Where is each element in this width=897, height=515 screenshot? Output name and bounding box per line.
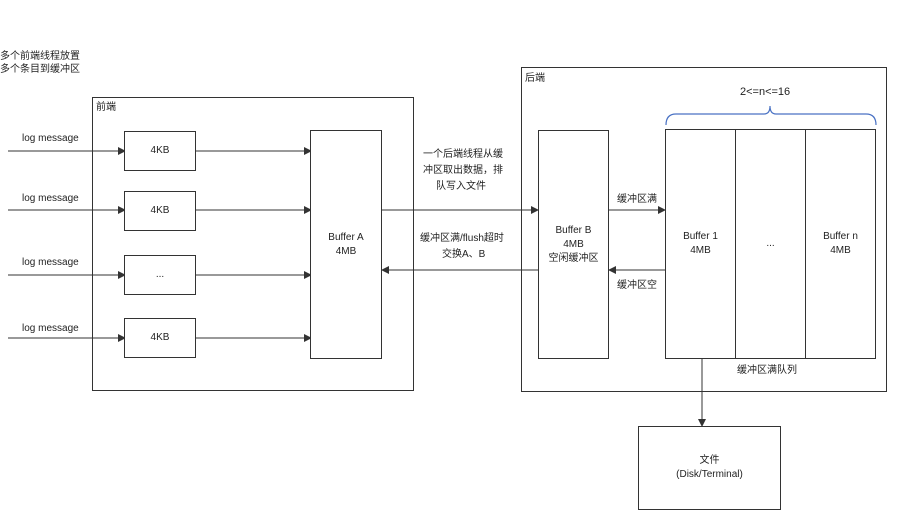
swap-note-line-2: 交换A、B <box>442 249 486 260</box>
frontend-group <box>92 97 414 391</box>
log-message-label-3: log message <box>22 257 79 268</box>
output-file-target: (Disk/Terminal) <box>676 469 743 480</box>
backend-thread-note-line-3: 队写入文件 <box>436 181 486 192</box>
chunk-box-2: 4KB <box>124 191 196 231</box>
buffer-a-size: 4MB <box>335 245 357 257</box>
full-label: 缓冲区满 <box>617 194 657 205</box>
log-message-label-4: log message <box>22 323 79 334</box>
queue-buffer-1-name: Buffer 1 <box>683 231 718 242</box>
queue-buffer-1: Buffer 1 4MB <box>665 129 736 359</box>
top-note-line-1: 多个前端线程放置 <box>0 51 80 62</box>
buffer-b-status: 空闲缓冲区 <box>548 252 599 264</box>
empty-label: 缓冲区空 <box>617 280 657 291</box>
queue-buffer-middle: ... <box>735 129 806 359</box>
full-buffer-queue <box>665 129 876 359</box>
chunk-label-2: 4KB <box>150 205 170 216</box>
queue-buffer-n-name: Buffer n <box>823 231 858 242</box>
queue-buffer-n-size: 4MB <box>830 245 851 256</box>
log-message-label-1: log message <box>22 133 79 144</box>
buffer-b: Buffer B 4MB 空闲缓冲区 <box>538 130 609 359</box>
buffer-b-name: Buffer B <box>555 224 592 236</box>
chunk-box-1: 4KB <box>124 131 196 171</box>
chunk-label-3: ... <box>155 269 165 280</box>
swap-note-line-1: 缓冲区满/flush超时 <box>420 233 504 244</box>
top-note-line-2: 多个条目到缓冲区 <box>0 64 80 75</box>
queue-range-brace <box>665 105 877 126</box>
chunk-box-3: ... <box>124 255 196 295</box>
queue-buffer-1-size: 4MB <box>690 245 711 256</box>
buffer-a: Buffer A 4MB <box>310 130 382 359</box>
backend-group <box>521 67 887 392</box>
output-file-box: 文件 (Disk/Terminal) <box>638 426 781 510</box>
queue-label: 缓冲区满队列 <box>737 365 797 376</box>
backend-thread-note-line-1: 一个后端线程从缓 <box>423 149 503 160</box>
log-message-label-2: log message <box>22 193 79 204</box>
frontend-title: 前端 <box>96 102 116 113</box>
queue-buffer-n: Buffer n 4MB <box>805 129 876 359</box>
chunk-label-1: 4KB <box>150 145 170 156</box>
chunk-label-4: 4KB <box>150 332 170 343</box>
queue-buffer-middle-label: ... <box>766 238 775 249</box>
output-file-title: 文件 <box>699 455 720 466</box>
buffer-b-size: 4MB <box>563 238 584 250</box>
backend-title: 后端 <box>525 73 545 84</box>
buffer-a-name: Buffer A <box>328 231 364 243</box>
queue-range-label: 2<=n<=16 <box>740 86 791 98</box>
chunk-box-4: 4KB <box>124 318 196 358</box>
backend-thread-note-line-2: 冲区取出数据，排 <box>423 165 503 176</box>
